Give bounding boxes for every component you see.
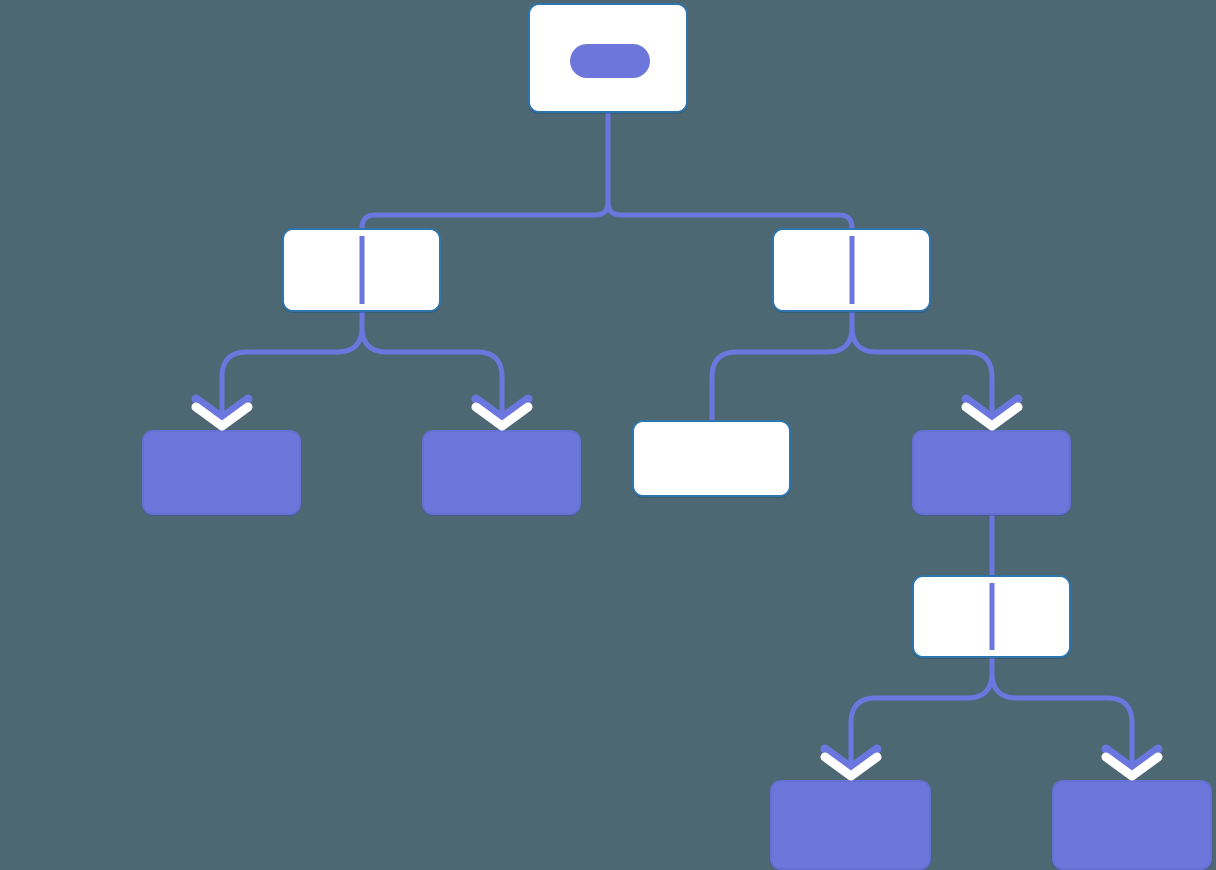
sub-branch-node[interactable] [912, 575, 1071, 658]
branch-node-deep[interactable] [912, 430, 1071, 515]
leaf-node-e[interactable] [1052, 780, 1212, 870]
leaf-node-b[interactable] [422, 430, 581, 515]
leaf-node-c[interactable] [632, 420, 791, 497]
branch-node-left[interactable] [282, 228, 441, 312]
root-node[interactable] [528, 3, 688, 113]
leaf-node-a[interactable] [142, 430, 301, 515]
leaf-node-d[interactable] [770, 780, 931, 870]
branch-node-right[interactable] [772, 228, 931, 312]
root-pill[interactable] [570, 44, 650, 78]
